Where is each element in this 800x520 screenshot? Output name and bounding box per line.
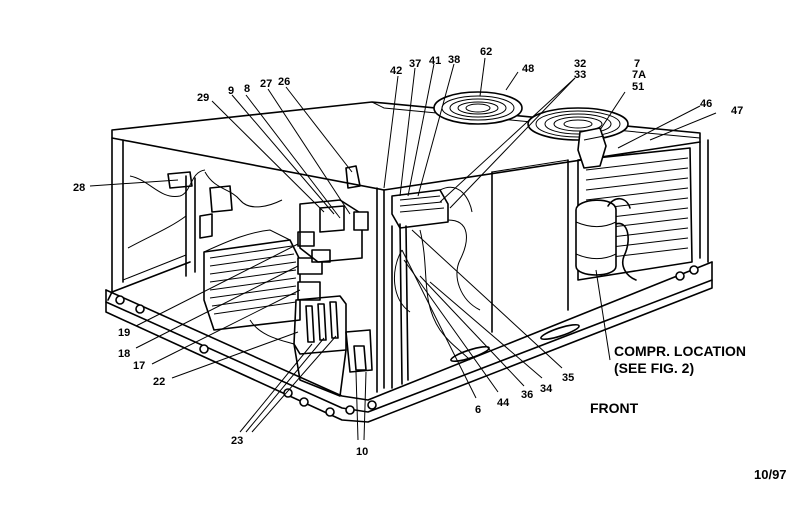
label-28: 28 bbox=[73, 182, 85, 194]
label-26: 26 bbox=[278, 76, 290, 88]
notes: COMPR. LOCATION (SEE FIG. 2) FRONT 10/97 bbox=[590, 343, 787, 482]
label-8-top: 8 bbox=[244, 83, 250, 95]
label-17: 17 bbox=[133, 360, 145, 372]
label-27: 27 bbox=[260, 78, 272, 90]
label-62: 62 bbox=[480, 46, 492, 58]
right-compartment bbox=[575, 127, 693, 281]
cabinet-outline bbox=[105, 101, 713, 423]
label-9: 9 bbox=[228, 85, 234, 97]
label-35: 35 bbox=[562, 372, 574, 384]
part-labels: 62 48 32 33 7 7A 51 46 47 42 37 41 38 29… bbox=[73, 46, 743, 458]
label-32: 32 bbox=[574, 58, 586, 70]
compressor-location-note: COMPR. LOCATION bbox=[614, 343, 746, 359]
left-compartment bbox=[127, 165, 373, 397]
label-51: 51 bbox=[632, 81, 644, 93]
center-components bbox=[391, 187, 481, 389]
label-38: 38 bbox=[448, 54, 460, 66]
label-47: 47 bbox=[731, 105, 743, 117]
label-18: 18 bbox=[118, 348, 130, 360]
label-36: 36 bbox=[521, 389, 533, 401]
label-22: 22 bbox=[153, 376, 165, 388]
label-7a: 7A bbox=[632, 69, 646, 81]
label-48: 48 bbox=[522, 63, 534, 75]
leader-lines bbox=[89, 57, 717, 441]
label-7: 7 bbox=[634, 58, 640, 70]
label-6-bottom: 6 bbox=[475, 404, 481, 416]
label-23: 23 bbox=[231, 435, 243, 447]
label-10: 10 bbox=[356, 446, 368, 458]
label-33: 33 bbox=[574, 69, 586, 81]
revision-date: 10/97 bbox=[754, 467, 787, 482]
label-44: 44 bbox=[497, 397, 510, 409]
label-29: 29 bbox=[197, 92, 209, 104]
front-label: FRONT bbox=[590, 400, 639, 416]
condenser-fans bbox=[433, 91, 629, 141]
label-19: 19 bbox=[118, 327, 130, 339]
label-34: 34 bbox=[540, 383, 553, 395]
label-42: 42 bbox=[390, 65, 402, 77]
label-37: 37 bbox=[409, 58, 421, 70]
label-46: 46 bbox=[700, 98, 712, 110]
compressor-see-figure-note: (SEE FIG. 2) bbox=[614, 360, 694, 376]
label-41: 41 bbox=[429, 55, 441, 67]
